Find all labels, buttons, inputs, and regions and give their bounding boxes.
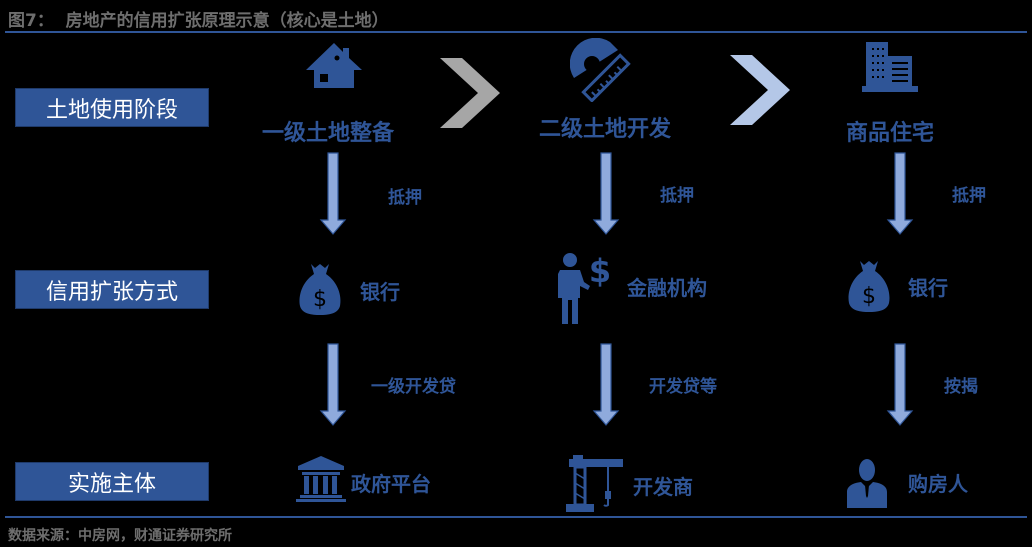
house-icon <box>304 40 364 90</box>
arrow-label-mortgage: 抵押 <box>660 186 694 206</box>
protractor-ruler-icon <box>570 38 634 102</box>
entity-label-gov-platform: 政府平台 <box>351 472 431 496</box>
stage-label-secondary: 二级土地开发 <box>538 117 671 142</box>
entity-label-developer: 开发商 <box>633 475 693 499</box>
down-arrow-icon <box>592 343 620 427</box>
money-bag-icon: $ <box>847 259 891 313</box>
top-divider <box>5 31 1027 33</box>
down-arrow-icon <box>319 152 347 236</box>
credit-label-bank: 银行 <box>360 280 400 304</box>
arrow-label-mortgage: 抵押 <box>952 186 986 206</box>
down-arrow-icon <box>886 343 914 427</box>
arrow-label-primary-dev-loan: 一级开发贷 <box>371 377 456 397</box>
svg-text:$: $ <box>313 287 327 312</box>
stage-label-primary: 一级土地整备 <box>261 121 394 146</box>
row-label-entity: 实施主体 <box>15 462 209 501</box>
credit-label-financial-institution: 金融机构 <box>627 276 707 300</box>
row-label-credit-method: 信用扩张方式 <box>15 270 209 309</box>
down-arrow-icon <box>319 343 347 427</box>
down-arrow-icon <box>886 152 914 236</box>
chevron-right-icon <box>440 58 502 128</box>
person-icon <box>845 458 889 508</box>
arrow-label-mortgage: 抵押 <box>388 188 422 208</box>
svg-text:$: $ <box>589 252 611 290</box>
bottom-divider <box>5 516 1027 518</box>
businessman-dollar-icon: $ <box>556 248 612 324</box>
stage-label-residential: 商品住宅 <box>845 121 934 146</box>
entity-label-homebuyer: 购房人 <box>908 472 968 496</box>
down-arrow-icon <box>592 152 620 236</box>
chevron-right-icon <box>730 55 792 125</box>
building-icon <box>860 40 920 92</box>
government-building-icon <box>296 456 346 502</box>
money-bag-icon: $ <box>298 262 342 316</box>
arrow-label-dev-loan: 开发贷等 <box>649 377 717 397</box>
figure-title: 图7： 房地产的信用扩张原理示意（核心是土地） <box>8 11 389 31</box>
crane-icon <box>566 455 624 513</box>
source-note: 数据来源：中房网，财通证券研究所 <box>8 528 232 544</box>
credit-label-bank: 银行 <box>908 276 948 300</box>
svg-text:$: $ <box>862 284 876 309</box>
arrow-label-mortgage-loan: 按揭 <box>944 377 978 397</box>
row-label-land-stage: 土地使用阶段 <box>15 88 209 127</box>
